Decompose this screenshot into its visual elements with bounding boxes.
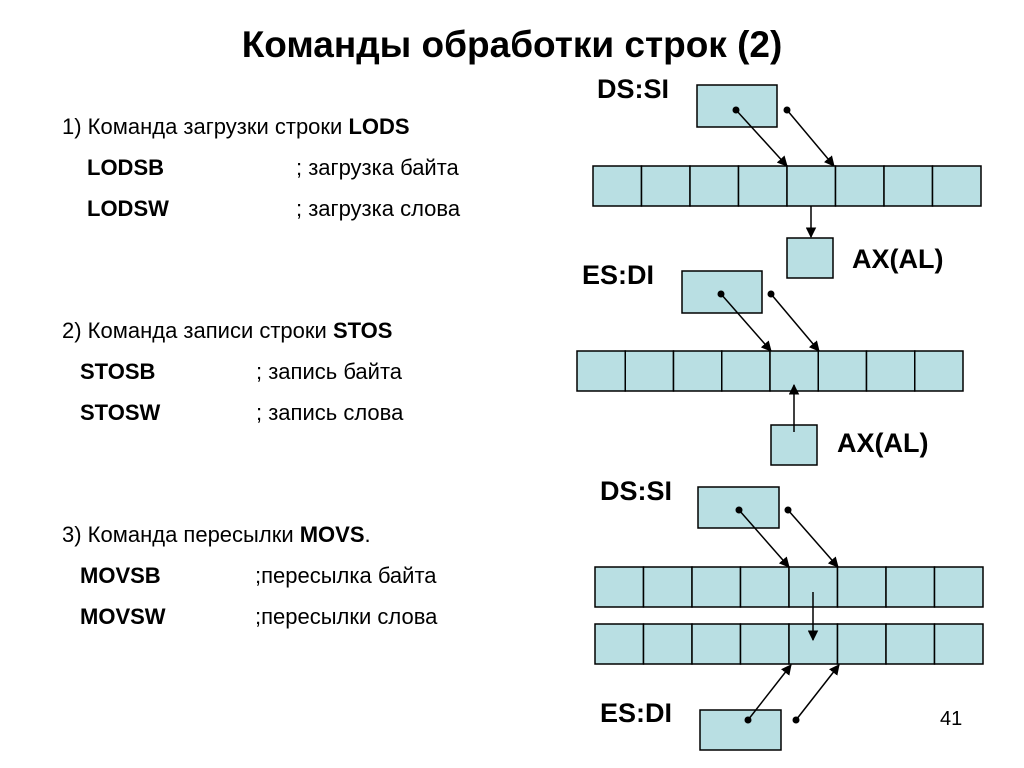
movs-heading-suffix: . bbox=[364, 522, 371, 547]
movs-dest-strip-cell-1 bbox=[642, 623, 693, 665]
stos-pointer-label: ES:DI bbox=[582, 260, 655, 290]
movs-dest-strip-cell-3 bbox=[739, 623, 790, 665]
lodsw-command: LODSW bbox=[87, 196, 169, 221]
lods-memory-strip-cell-0 bbox=[592, 165, 643, 207]
movs-dest-strip-cell-5 bbox=[836, 623, 887, 665]
movs-dest-strip-cell-2 bbox=[691, 623, 742, 665]
movs-dest-arrow-current bbox=[747, 664, 792, 721]
movs-source-strip-cell-1 bbox=[642, 566, 693, 608]
stos-memory-strip-cell-7 bbox=[914, 350, 964, 392]
stos-memory-strip-cell-6 bbox=[865, 350, 916, 392]
lods-heading-keyword: LODS bbox=[348, 114, 410, 139]
page-number: 41 bbox=[940, 708, 963, 730]
movs-source-arrow-next bbox=[787, 509, 839, 568]
slide-title: Команды обработки строк (2) bbox=[241, 24, 783, 65]
lods-pointer-label: DS:SI bbox=[597, 74, 670, 104]
movsw-comment: ;пересылки слова bbox=[255, 604, 438, 629]
stos-memory-strip-cell-5 bbox=[817, 350, 868, 392]
movsb-command: MOVSB bbox=[80, 563, 161, 588]
movs-dest-pointer-label: ES:DI bbox=[600, 698, 673, 728]
lods-register-label: AX(AL) bbox=[852, 244, 944, 274]
movs-source-strip-cell-2 bbox=[691, 566, 742, 608]
movs-source-strip-cell-7 bbox=[933, 566, 984, 608]
lods-memory-strip-cell-2 bbox=[689, 165, 740, 207]
stos-memory-strip-cell-0 bbox=[576, 350, 626, 392]
lods-heading: 1) Команда загрузки строки LODS bbox=[62, 116, 410, 138]
lods-register-box bbox=[786, 237, 834, 279]
movs-source-pointer-label: DS:SI bbox=[600, 476, 673, 506]
lods-heading-text: 1) Команда загрузки строки bbox=[62, 114, 343, 139]
stos-memory-strip-cell-3 bbox=[721, 350, 771, 392]
lods-memory-strip-cell-3 bbox=[737, 165, 788, 207]
stos-pointer-arrow-next bbox=[770, 293, 820, 352]
movs-dest-arrow-next bbox=[795, 664, 840, 721]
movs-source-arrow-current bbox=[738, 509, 790, 568]
movs-heading-keyword: MOVS bbox=[299, 522, 365, 547]
movsb-comment: ;пересылка байта bbox=[255, 563, 437, 588]
lods-memory-strip-cell-1 bbox=[640, 165, 691, 207]
movs-dest-strip-cell-7 bbox=[933, 623, 984, 665]
movsw-command: MOVSW bbox=[80, 604, 166, 629]
stos-heading: 2) Команда записи строки STOS bbox=[62, 320, 392, 342]
lods-memory-strip-cell-7 bbox=[931, 165, 982, 207]
movs-dest-strip-cell-6 bbox=[885, 623, 936, 665]
movs-source-strip-cell-3 bbox=[739, 566, 790, 608]
stos-memory-strip-cell-1 bbox=[624, 350, 675, 392]
lodsb-command: LODSB bbox=[87, 155, 164, 180]
movs-source-strip-cell-5 bbox=[836, 566, 887, 608]
movs-dest-pointer-box bbox=[699, 709, 782, 751]
lods-memory-strip-cell-6 bbox=[883, 165, 934, 207]
stos-pointer-arrow-current bbox=[720, 293, 772, 352]
lods-memory-strip-cell-5 bbox=[834, 165, 885, 207]
stosb-command: STOSB bbox=[80, 359, 156, 384]
stos-heading-text: 2) Команда записи строки bbox=[62, 318, 327, 343]
stos-register-label: AX(AL) bbox=[837, 428, 929, 458]
movs-source-strip-cell-6 bbox=[885, 566, 936, 608]
stosb-comment: ; запись байта bbox=[256, 359, 403, 384]
stos-heading-keyword: STOS bbox=[332, 318, 393, 343]
stosw-comment: ; запись слова bbox=[256, 400, 404, 425]
lodsb-comment: ; загрузка байта bbox=[296, 155, 459, 180]
stosw-command: STOSW bbox=[80, 400, 161, 425]
lods-memory-strip-cell-4 bbox=[786, 165, 837, 207]
lods-pointer-arrow-next bbox=[786, 109, 835, 167]
movs-heading-text: 3) Команда пересылки bbox=[62, 522, 294, 547]
movs-source-strip-cell-4 bbox=[788, 566, 839, 608]
lods-pointer-arrow-current bbox=[735, 109, 788, 167]
movs-source-strip-cell-0 bbox=[594, 566, 645, 608]
stos-memory-strip-cell-2 bbox=[672, 350, 723, 392]
movs-heading: 3) Команда пересылки MOVS. bbox=[62, 524, 371, 546]
lodsw-comment: ; загрузка слова bbox=[296, 196, 461, 221]
movs-dest-strip-cell-0 bbox=[594, 623, 645, 665]
lods-pointer-box bbox=[696, 84, 778, 128]
